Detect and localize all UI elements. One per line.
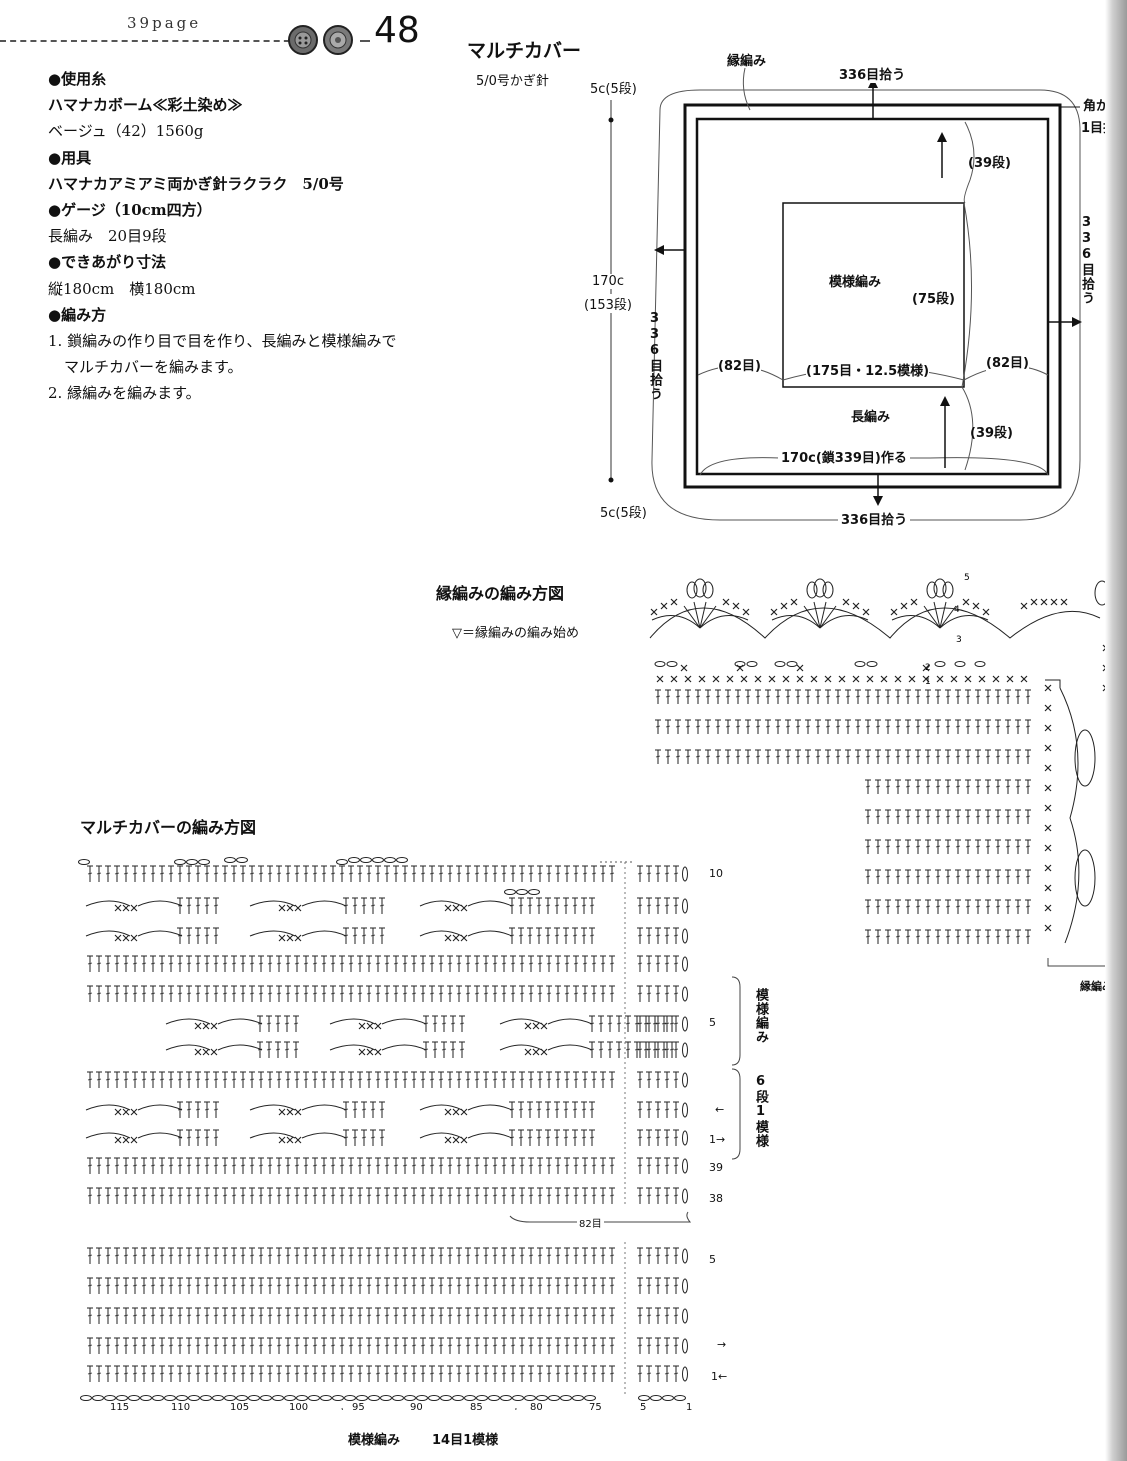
stitch-115: 115 — [110, 1402, 130, 1413]
yarn-color: ベージュ（42）1560g — [48, 122, 204, 141]
yarn-name: ハマナカボーム≪彩土染め≫ — [48, 96, 243, 115]
edging-chart-legend: ▽＝縁編みの編み始め — [452, 626, 579, 641]
edging-row-1: 1 — [925, 677, 931, 687]
yarn-heading: ●使用糸 — [48, 70, 107, 88]
repeat-bottom-pattern: 模様編み — [348, 1433, 401, 1448]
rows-bottom: (39段) — [970, 426, 1013, 441]
stitch-5: 5 — [640, 1402, 647, 1413]
stitch-1: 1 — [686, 1402, 693, 1413]
border-top-label: 縁編み — [727, 54, 767, 69]
pattern-vertical-label: 模様編み — [753, 988, 768, 1044]
size: 縦180cm 横180cm — [48, 279, 196, 298]
edging-chart: 5 4 3 2 1 — [649, 573, 1110, 967]
tools-heading: ●用具 — [48, 148, 92, 167]
stitch-85: 85 — [470, 1402, 483, 1413]
stitch-105: 105 — [230, 1402, 250, 1413]
pickup-bottom: 336目拾う — [838, 509, 911, 528]
size-heading: ●できあがり寸法 — [48, 253, 167, 272]
stitch-75: 75 — [589, 1402, 602, 1413]
method-heading: ●編み方 — [48, 305, 107, 324]
step-1-cont: マルチカバーを編みます。 — [64, 358, 243, 377]
main-chart-title: マルチカバーの編み方図 — [80, 818, 257, 837]
foundation-chain — [80, 1395, 686, 1401]
tools: ハマナカアミアミ両かぎ針ラクラク 5/0号 — [48, 174, 344, 193]
repeat-bracket — [731, 976, 741, 1160]
edging-chart-title: 縁編みの編み方図 — [436, 584, 565, 603]
stitch-110: 110 — [171, 1402, 191, 1413]
row-10: 10 — [709, 867, 723, 880]
edging-base-row — [656, 675, 1028, 683]
edging-sc-row — [650, 598, 1068, 616]
center-pattern-label: 模様編み — [829, 275, 882, 290]
arrow-right: → — [717, 1338, 727, 1351]
stitch-90: 90 — [410, 1402, 423, 1413]
button-icon — [294, 31, 312, 49]
chain-label: 170c(鎖339目)作る — [778, 447, 910, 466]
stitch-95: 95 — [352, 1402, 365, 1413]
page-edge-shadow — [1105, 0, 1127, 1461]
header-dashed-rule — [0, 40, 300, 42]
edging-row-2: 2 — [925, 663, 931, 673]
materials-block: ●使用糸 ハマナカボーム≪彩土染め≫ ベージュ（42）1560g ●用具 ハマナ… — [48, 66, 396, 407]
chart-top-chains — [78, 857, 540, 895]
repeat-bottom-count: 14目1模様 — [432, 1433, 499, 1448]
row-1-arrow: 1→ — [709, 1133, 726, 1146]
height-top-border: 5c(5段) — [590, 82, 637, 97]
project-number: 48 — [374, 10, 420, 51]
row-1-left: 1← — [711, 1370, 728, 1383]
stitches-center: (175目・12.5模様) — [806, 360, 930, 379]
hook-size: 5/0号かぎ針 — [476, 74, 549, 89]
stitches-left: (82目) — [718, 355, 761, 374]
row-5-lower: 5 — [709, 1253, 716, 1266]
step-2: 2. 縁編みを編みます。 — [48, 384, 201, 403]
page-reference: 39page — [127, 14, 202, 32]
center-square — [782, 202, 965, 388]
main-chart — [78, 857, 692, 1410]
pickup-right: 336目拾う — [1079, 215, 1094, 305]
stitch-80: 80 — [530, 1402, 543, 1413]
row-38: 38 — [709, 1192, 723, 1205]
schematic-title: マルチカバー — [467, 40, 582, 62]
row-39: 39 — [709, 1161, 723, 1174]
edging-row-5: 5 — [964, 573, 970, 583]
arrow-left: ← — [715, 1103, 725, 1116]
height-main: 170c — [592, 274, 624, 289]
edging-bottom-label: 縁編み — [1080, 980, 1113, 993]
border-outline — [651, 89, 1081, 521]
rows-center: (75段) — [912, 292, 955, 307]
pickup-left: 336目拾う — [647, 311, 662, 401]
rows-top: (39段) — [968, 156, 1011, 171]
edging-side-sc — [1044, 644, 1110, 932]
stitch-100: 100 — [289, 1402, 309, 1413]
stitches-right: (82目) — [986, 352, 1029, 371]
repeat-vertical-label: 6段1模様 — [753, 1074, 768, 1148]
header-dashed-rule-right — [360, 40, 370, 42]
edging-row-4: 4 — [954, 605, 960, 615]
edging-dc-block-top — [654, 689, 1032, 705]
height-main-rows: (153段) — [584, 294, 632, 313]
gauge: 長編み 20目9段 — [48, 227, 167, 246]
outer-stitch-label: 長編み — [851, 410, 891, 425]
row-5-upper: 5 — [709, 1016, 716, 1029]
stitch-count-82: 82目 — [577, 1215, 604, 1230]
step-1: 1. 鎖編みの作り目で目を作り、長編みと模様編みで — [48, 332, 397, 351]
edging-row-3: 3 — [956, 635, 962, 645]
pickup-top: 336目拾う — [836, 64, 909, 83]
edging-chain-row — [654, 661, 986, 672]
schematic-diagram — [608, 67, 1082, 521]
button-icons — [288, 25, 353, 55]
height-bottom-border: 5c(5段) — [600, 506, 647, 521]
gauge-heading: ●ゲージ（10cm四方） — [48, 201, 212, 220]
